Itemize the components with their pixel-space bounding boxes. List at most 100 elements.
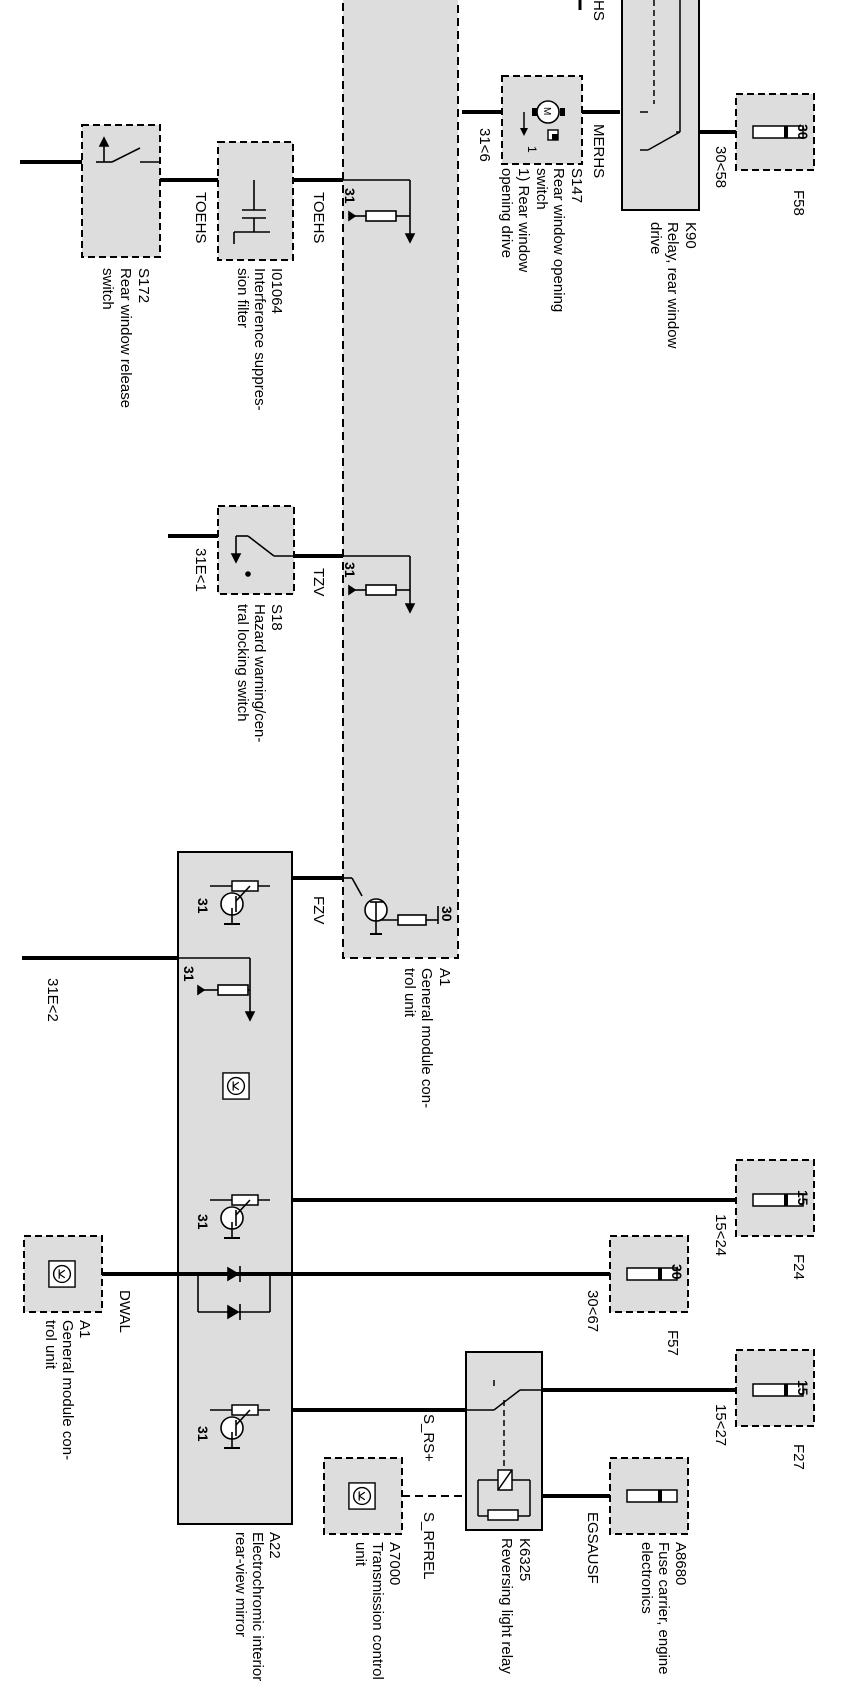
svg-text:switch: switch [533, 168, 550, 210]
svg-text:K6325: K6325 [516, 1538, 533, 1581]
svg-text:General module con-: General module con- [59, 1320, 76, 1460]
i01064-filter-icon [233, 180, 270, 244]
terminal-31-a22-gnd: 31 [181, 966, 197, 982]
svg-text:Reversing light relay: Reversing light relay [498, 1538, 515, 1674]
ground-31-6-label: 31<6 [476, 128, 493, 162]
toehs-label-2: TOEHS [310, 192, 327, 243]
s18-box [217, 505, 295, 595]
svg-text:Fuse carrier, engine: Fuse carrier, engine [655, 1542, 672, 1675]
terminal-31-a22-low: 31 [195, 1426, 211, 1442]
s172-switch-icon [96, 136, 160, 163]
terminal-31-tzv: 31 [342, 562, 358, 578]
a1-bottom-caption: A1 General module con- trol unit [42, 1320, 93, 1460]
wire-15-24-label: 15<24 [712, 1214, 729, 1256]
svg-text:A22: A22 [266, 1532, 283, 1559]
terminal-31-toehs: 31 [342, 188, 358, 204]
svg-text:A8680: A8680 [672, 1542, 689, 1585]
svg-text:drive: drive [647, 222, 664, 255]
svg-text:Hazard warning/cen-: Hazard warning/cen- [251, 604, 268, 742]
svg-text:K90: K90 [682, 222, 699, 249]
motor-letter: M [541, 107, 552, 115]
tzv-label: TZV [310, 568, 327, 596]
svg-text:S172: S172 [135, 268, 152, 303]
svg-text:S18: S18 [268, 604, 285, 631]
merhs-label: MERHS [590, 124, 607, 178]
hs-label: HS [590, 0, 607, 21]
a1-bottom-control-unit-icon [48, 1260, 76, 1288]
toehs-label-1: TOEHS [192, 192, 209, 243]
a22-control-unit-icon [222, 1072, 250, 1100]
svg-text:S147: S147 [568, 168, 585, 203]
svg-text:switch: switch [99, 268, 116, 310]
motor-icon [520, 100, 565, 141]
s18-caption: S18 Hazard warning/cen- tral locking swi… [234, 604, 285, 742]
terminal-31-a22-top: 31 [195, 898, 211, 914]
f27-id: F27 [790, 1444, 807, 1470]
i01064-box [217, 141, 294, 261]
svg-text:tral locking switch: tral locking switch [234, 604, 251, 722]
svg-text:Rear window opening: Rear window opening [550, 168, 567, 312]
wire-30-67-label: 30<67 [584, 1290, 601, 1332]
a1-toehs-resistor-icon [343, 179, 416, 244]
s-rs-label: S_RS+ [420, 1414, 437, 1462]
wire-15-27-label: 15<27 [712, 1404, 729, 1446]
note-marker: 1 [525, 146, 539, 153]
f58-pin: 30 [795, 124, 811, 140]
svg-text:1) Rear window: 1) Rear window [515, 168, 532, 272]
svg-text:sion filter: sion filter [234, 268, 251, 328]
s172-box [81, 124, 161, 258]
svg-text:Interference suppres-: Interference suppres- [251, 268, 268, 411]
a22-ground-resistor-icon [178, 957, 256, 1022]
ground-31e-1-label: 31E<1 [192, 548, 209, 592]
f57-pin: 30 [669, 1264, 685, 1280]
svg-text:trol unit: trol unit [401, 968, 418, 1018]
wire-30-58-label: 30<58 [712, 146, 729, 188]
svg-text:Relay, rear window: Relay, rear window [664, 222, 681, 349]
svg-text:unit: unit [352, 1542, 369, 1567]
a1-output-transistor-icon [343, 877, 439, 935]
a22-caption: A22 Electrochromic interior rear-view mi… [232, 1532, 283, 1681]
k6325-caption: K6325 Reversing light relay [498, 1538, 533, 1674]
terminal-30-a1: 30 [439, 906, 455, 922]
f57-id: F57 [664, 1330, 681, 1356]
k90-box [621, 0, 700, 211]
f58-id: F58 [790, 190, 807, 216]
s147-caption: S147 Rear window opening switch 1) Rear … [498, 168, 585, 312]
terminal-31-a22-mid: 31 [195, 1214, 211, 1230]
a8680-fuse-icon [626, 1489, 678, 1503]
svg-text:trol unit: trol unit [42, 1320, 59, 1370]
svg-text:A7000: A7000 [386, 1542, 403, 1585]
a1-top-caption: A1 General module con- trol unit [401, 968, 453, 1108]
f24-id: F24 [790, 1254, 807, 1280]
dwal-label: DWAL [116, 1290, 133, 1333]
s18-switch-icon [230, 535, 294, 577]
svg-text:Transmission control: Transmission control [369, 1542, 386, 1680]
ground-31e-2-label: 31E<2 [44, 978, 61, 1022]
svg-text:rear-view mirror: rear-view mirror [232, 1532, 249, 1637]
svg-text:electronics: electronics [638, 1542, 655, 1614]
k90-caption: K90 Relay, rear window drive [647, 222, 699, 349]
a1-tzv-resistor-icon [343, 555, 416, 614]
egsausf-label: EGSAUSF [584, 1512, 601, 1584]
s-rfrel-label: S_RFREL [420, 1512, 437, 1580]
svg-text:A1: A1 [76, 1320, 93, 1338]
i01064-caption: I01064 Interference suppres- sion filter [234, 268, 285, 411]
svg-text:Rear window release: Rear window release [117, 268, 134, 408]
f27-pin: 15 [795, 1380, 811, 1396]
a7000-caption: A7000 Transmission control unit [352, 1542, 403, 1680]
a7000-control-unit-icon [348, 1482, 376, 1510]
svg-text:opening drive: opening drive [498, 168, 515, 258]
fzv-label: FZV [310, 896, 327, 924]
f24-pin: 15 [795, 1190, 811, 1206]
svg-text:Electrochromic interior: Electrochromic interior [249, 1532, 266, 1681]
svg-text:General module con-: General module con- [418, 968, 435, 1108]
k90-relay-contact-icon [640, 0, 681, 151]
k6325-relay-icon [466, 1380, 542, 1521]
a1-module-box [342, 0, 459, 959]
a8680-caption: A8680 Fuse carrier, engine electronics [638, 1542, 689, 1675]
svg-text:A1: A1 [436, 968, 453, 986]
s172-caption: S172 Rear window release switch [99, 268, 152, 408]
svg-text:I01064: I01064 [268, 268, 285, 314]
a22-diode-bridge-icon [197, 1266, 271, 1320]
